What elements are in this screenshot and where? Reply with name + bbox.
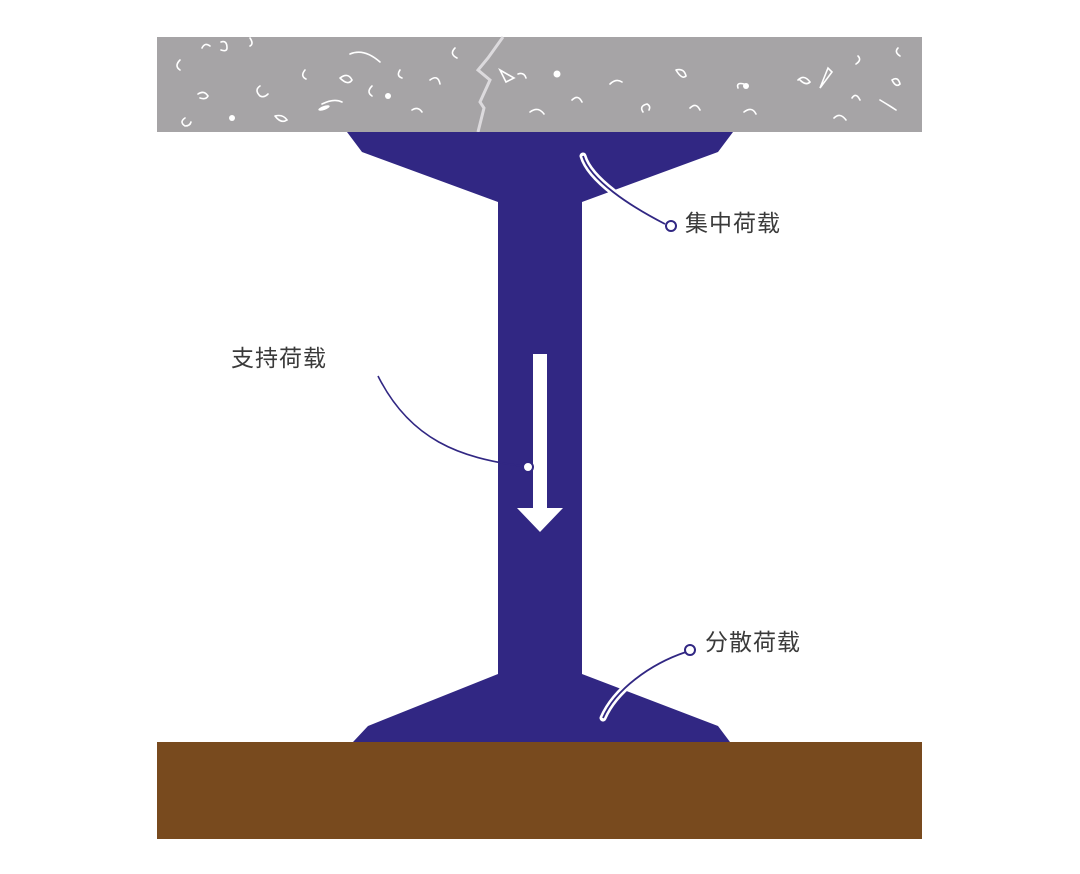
concrete-slab-body	[157, 37, 922, 132]
concrete-speckles	[176, 37, 901, 127]
concrete-speckle-dots	[229, 70, 749, 121]
label-support-load: 支持荷载	[231, 346, 327, 372]
leader-dot-support-load	[522, 461, 534, 473]
down-arrow-icon	[517, 354, 563, 532]
concrete-slab	[157, 36, 922, 133]
down-arrow-head	[517, 508, 563, 532]
label-concentrated-load: 集中荷载	[685, 211, 781, 237]
slab-crack	[475, 36, 505, 133]
label-distributed-load: 分散荷载	[705, 630, 801, 656]
leader-lines	[377, 152, 696, 722]
down-arrow-shaft	[533, 354, 547, 510]
leader-dot-concentrated-load	[665, 220, 677, 232]
leader-support-load	[377, 375, 523, 467]
soil-foundation	[157, 742, 922, 839]
leader-dot-distributed-load	[684, 644, 696, 656]
